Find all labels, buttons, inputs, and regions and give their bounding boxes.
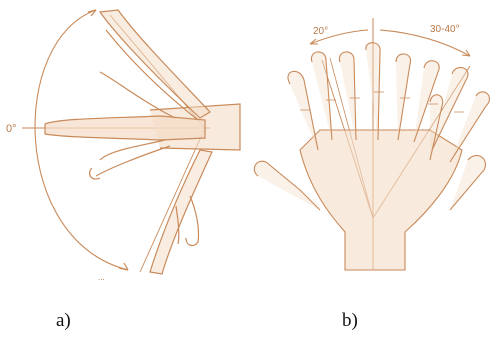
panel-b-illustration (254, 18, 489, 270)
panel-a-radial-bottom (140, 128, 205, 272)
panel-b-caption: b) (342, 310, 358, 332)
panel-a-hand-extended (45, 116, 205, 140)
panel-a-arrowhead-bottom (119, 263, 128, 270)
panel-a-hand-up-finger (106, 30, 198, 120)
panel-b-left-angle-label: 20° (313, 26, 328, 37)
panel-a-caption: a) (56, 310, 71, 332)
panel-a-hand-down (150, 150, 212, 274)
panel-b-right-angle-label: 30-40° (430, 24, 460, 35)
panel-b-finger-2 (311, 52, 332, 140)
panel-a-finger-extended-2 (96, 146, 170, 176)
panel-b-finger-5 (396, 54, 411, 140)
panel-a-finger-lower-tip (90, 168, 100, 179)
panel-b-finger-8 (450, 92, 490, 162)
panel-a-bottom-label: ... (98, 273, 105, 282)
panel-b-finger-1 (288, 71, 318, 150)
panel-a-illustration (22, 10, 240, 274)
panel-a-angle-label: 0° (6, 123, 17, 135)
panel-a-hand-up (100, 10, 210, 118)
panel-a-finger-extended-1 (100, 140, 165, 160)
panel-a-arc (35, 10, 128, 270)
panel-b-finger-3 (339, 52, 356, 140)
panel-b-palm (300, 130, 462, 270)
